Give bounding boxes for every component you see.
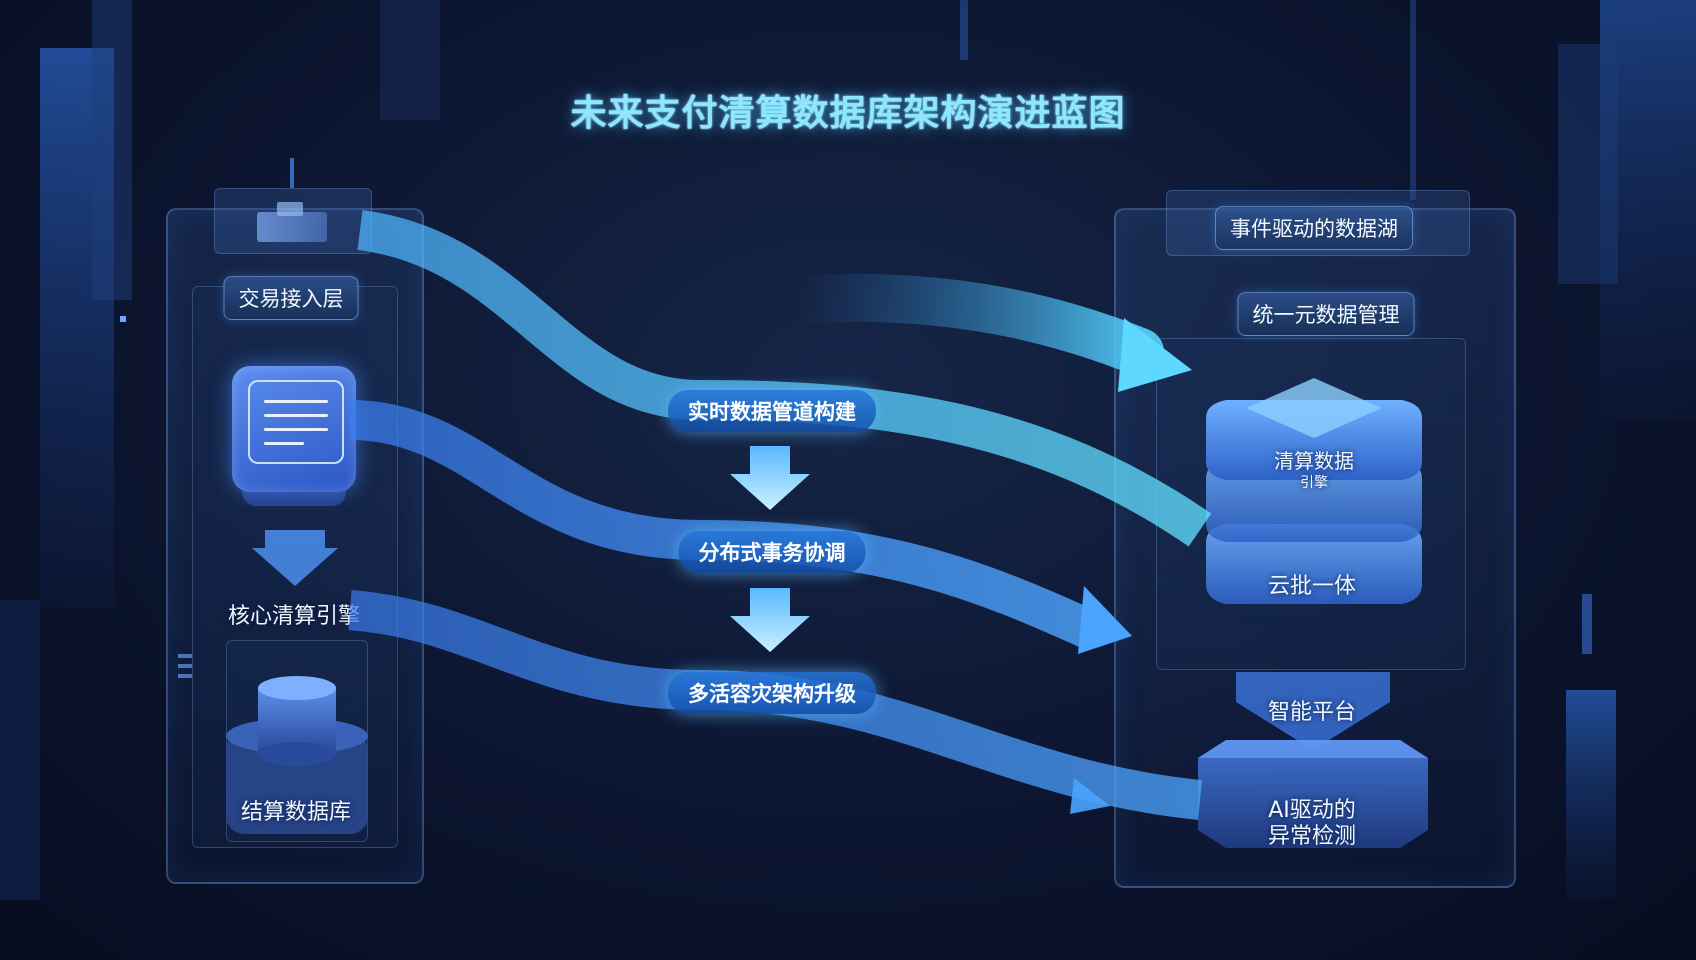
flow-arrow-icon [1118,318,1192,392]
arrow-down-icon [730,588,810,652]
settlement-db-label: 结算数据库 [240,800,352,825]
event-lake-label: 事件驱动的数据湖 [1215,206,1413,250]
multi-active-flow-label: 多活容灾架构升级 [668,672,876,714]
distributed-tx-flow-label: 分布式事务协调 [678,531,866,573]
flow-ribbon-2 [349,400,1099,649]
access-layer-label: 交易接入层 [223,276,359,320]
ai-detect-block-icon [1198,740,1428,848]
ai-detect-line1: AI驱动的 [1268,798,1356,823]
flow-arrow-icon [1070,778,1110,814]
metadata-mgmt-label: 统一元数据管理 [1237,292,1415,336]
arrow-down-icon [730,446,810,510]
pipeline-flow-label: 实时数据管道构建 [668,390,876,432]
platform-funnel-icon [1236,672,1390,750]
flow-arrow-icon [1078,586,1132,654]
core-engine-label: 核心清算引擎 [227,604,361,629]
document-lines [248,380,344,464]
page-title: 未来支付清算数据库架构演进蓝图 [570,93,1126,134]
stack-top-sub-text: 引擎 [1300,475,1328,491]
ai-detect-label: AI驱动的 异常检测 [1268,798,1356,850]
stack-top-label: 清算数据 引擎 [1274,450,1354,494]
arrow-down-icon [252,530,338,586]
ai-detect-line2: 异常检测 [1267,824,1357,849]
platform-label: 智能平台 [1267,700,1357,725]
flow-ribbon-top-arrow [776,274,1164,376]
stack-bottom-label: 云批一体 [1267,574,1357,599]
stack-icon [1206,378,1422,604]
stack-top-text: 清算数据 [1274,449,1354,473]
small-block-icon [257,202,327,242]
database-icon [226,676,368,834]
